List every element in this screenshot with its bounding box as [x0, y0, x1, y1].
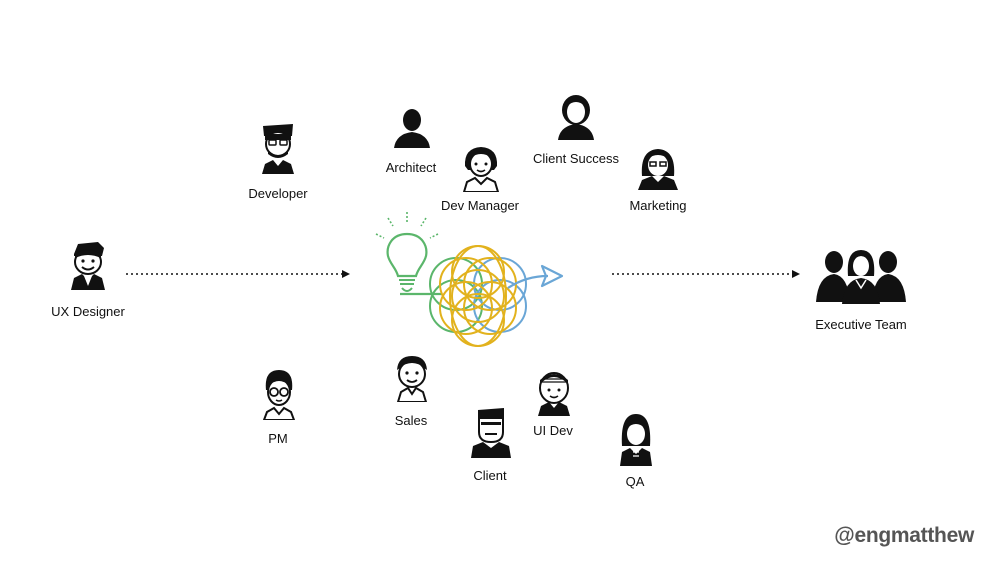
client-success-icon [556, 94, 596, 140]
developer-label: Developer [248, 186, 308, 201]
qa-icon [618, 412, 654, 466]
pm-icon [260, 368, 298, 420]
client-icon [469, 404, 513, 458]
dev-manager-icon [460, 144, 502, 192]
lightbulb-icon [375, 212, 442, 296]
direction-arrow-icon [507, 264, 564, 289]
ux-designer-label: UX Designer [51, 304, 125, 319]
flower-of-life-icon [429, 245, 527, 347]
sales-icon [392, 354, 432, 402]
ux-designer-icon [68, 240, 108, 290]
dev-manager-label: Dev Manager [440, 198, 520, 213]
pm-label: PM [268, 431, 288, 446]
marketing-icon [636, 146, 680, 190]
marketing-label: Marketing [629, 198, 687, 213]
architect-label: Architect [385, 160, 437, 175]
input-flow-arrow [126, 270, 350, 278]
executive-team-icon [814, 246, 908, 304]
executive-team-label: Executive Team [815, 317, 907, 332]
sales-label: Sales [394, 413, 428, 428]
author-watermark: @engmatthew [834, 524, 974, 547]
architect-icon [392, 108, 432, 148]
qa-label: QA [625, 474, 645, 489]
ui-dev-icon [534, 370, 574, 416]
client-label: Client [473, 468, 507, 483]
client-success-label: Client Success [533, 151, 619, 166]
ui-dev-label: UI Dev [533, 423, 573, 438]
output-flow-arrow [612, 270, 800, 278]
developer-icon [259, 122, 297, 174]
